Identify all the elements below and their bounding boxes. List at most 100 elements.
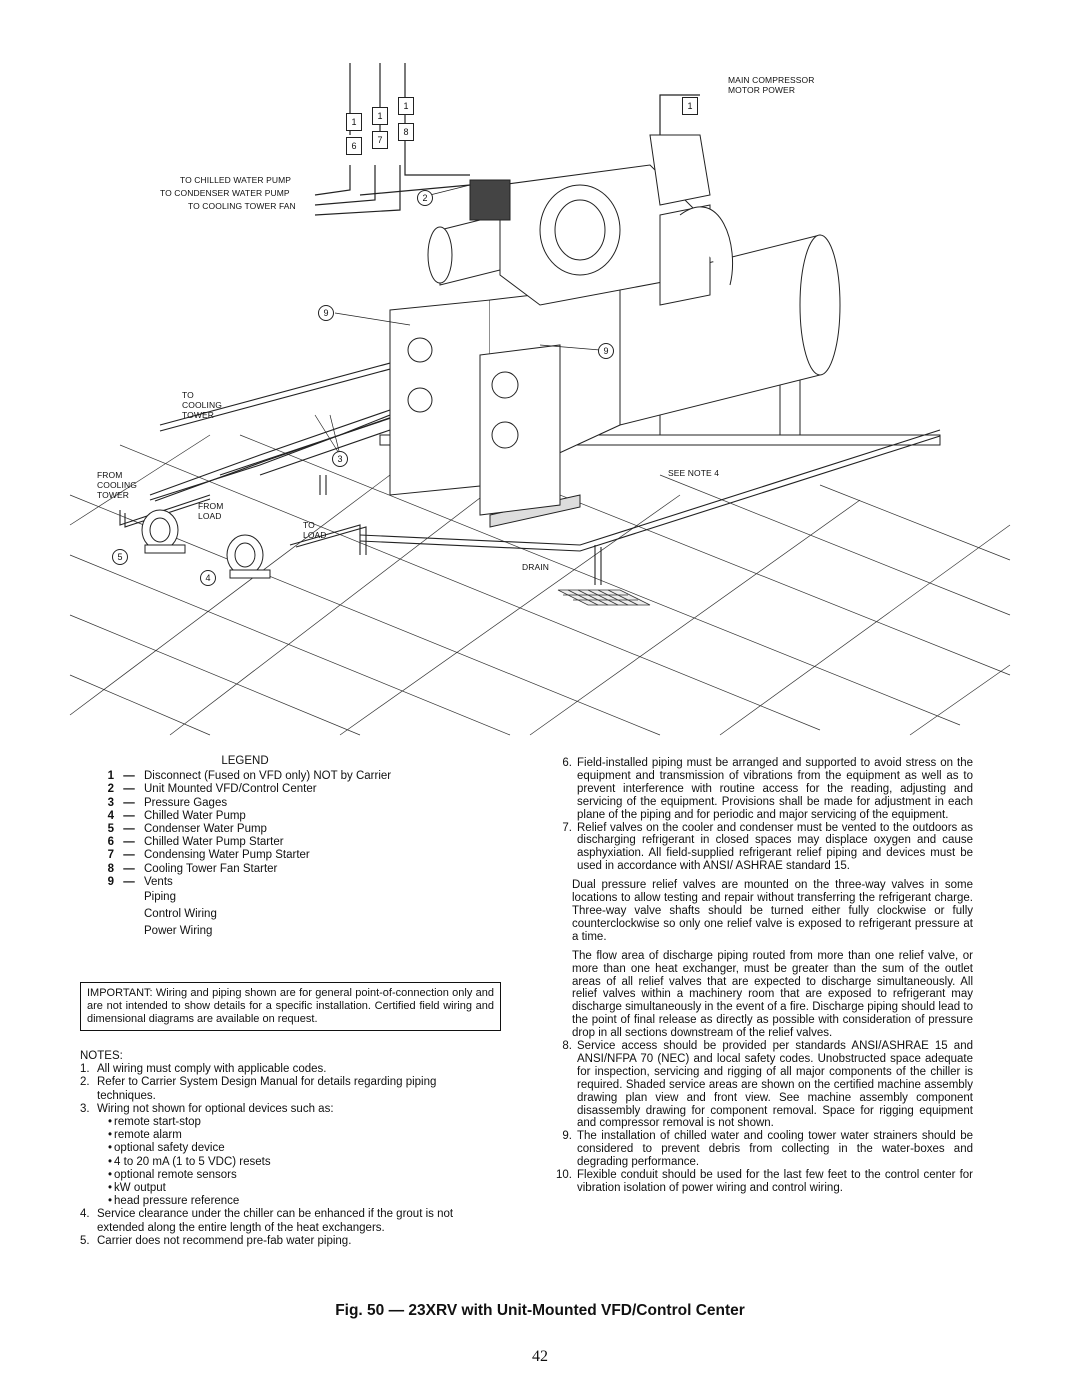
disconnect-box-1: 1	[346, 113, 362, 131]
note-number: 1.	[80, 1063, 90, 1076]
label-drain: DRAIN	[522, 562, 549, 572]
note-text: Flexible conduit should be used for the …	[577, 1169, 973, 1194]
legend-dash: —	[123, 875, 135, 888]
legend-number: 6	[107, 836, 114, 849]
legend-piping-key: Piping	[144, 889, 430, 906]
legend-text: Unit Mounted VFD/Control Center	[144, 783, 317, 796]
label-from-load: FROM LOAD	[198, 501, 223, 521]
legend-power-wiring-key: Power Wiring	[144, 923, 430, 940]
legend-dash: —	[123, 849, 135, 862]
legend-item: 7 — Condensing Water Pump Starter	[100, 849, 430, 862]
legend-number: 1	[107, 770, 114, 783]
legend-text: Disconnect (Fused on VFD only) NOT by Ca…	[144, 770, 392, 783]
legend-text: Condensing Water Pump Starter	[144, 849, 310, 862]
legend-dash: —	[123, 770, 135, 783]
legend-number: 7	[107, 849, 114, 862]
legend-number: 5	[107, 823, 114, 836]
page-number: 42	[532, 1348, 548, 1365]
note-text: Field-installed piping must be arranged …	[577, 757, 973, 821]
note-item: 4.Service clearance under the chiller ca…	[80, 1208, 495, 1234]
callout-2-vfd-control-center: 2	[417, 190, 433, 206]
note-7-paragraph: Dual pressure relief valves are mounted …	[572, 879, 973, 943]
legend-dash: —	[123, 823, 135, 836]
note-text: All wiring must comply with applicable c…	[97, 1063, 327, 1076]
note-number: 10.	[556, 1169, 572, 1182]
legend-item: 9—Vents	[100, 876, 430, 889]
label-line: COOLING	[182, 400, 222, 410]
legend-text: Condenser Water Pump	[144, 823, 267, 836]
legend-title: LEGEND	[221, 755, 269, 767]
note-number: 3.	[80, 1102, 90, 1115]
legend-dash: —	[123, 836, 135, 849]
note-number: 5.	[80, 1234, 90, 1247]
legend-item: 8 — Cooling Tower Fan Starter	[100, 863, 430, 876]
note-3-bullet-list: remote start-stop remote alarm optional …	[80, 1116, 495, 1208]
note-item: 8. Service access should be provided per …	[548, 1040, 973, 1130]
note-item: 6. Field-installed piping must be arrange…	[548, 757, 973, 822]
note-item: 5.Carrier does not recommend pre-fab wat…	[80, 1235, 495, 1248]
label-to-chilled-water-pump: TO CHILLED WATER PUMP	[180, 175, 292, 185]
note-number: 2.	[80, 1076, 90, 1089]
bullet-item: optional remote sensors	[108, 1169, 495, 1182]
note-number: 9.	[562, 1130, 572, 1143]
note-number: 6.	[562, 757, 572, 769]
legend-power-wiring-label: Power Wiring	[144, 924, 213, 937]
callout-5-condenser-water-pump: 5	[112, 549, 128, 565]
notes-heading: NOTES:	[80, 1050, 123, 1062]
legend-text: Cooling Tower Fan Starter	[144, 862, 278, 875]
legend-dash: —	[123, 796, 135, 809]
disconnect-box-1: 1	[398, 97, 414, 115]
legend-number: 9	[107, 875, 114, 888]
legend-control-wiring-key: Control Wiring	[144, 906, 430, 923]
bullet-item: optional safety device	[108, 1142, 495, 1155]
note-number: 7.	[562, 821, 572, 834]
legend-item: 3 — Pressure Gages	[100, 797, 430, 810]
legend-number: 3	[107, 796, 114, 809]
legend-dash: —	[123, 809, 135, 822]
legend-number: 2	[107, 783, 114, 796]
label-to-condenser-water-pump: TO CONDENSER WATER PUMP	[160, 188, 290, 198]
legend-piping-label: Piping	[144, 890, 176, 903]
starter-box-7: 7	[372, 131, 388, 149]
legend-item: 1 — Disconnect (Fused on VFD only) NOT by …	[100, 770, 430, 783]
label-line: TO	[182, 390, 194, 400]
chiller-piping-diagram: 1 1 1 6 7 8 1 MAIN COMPRESSOR MOTOR POWE…	[60, 55, 1020, 745]
label-from-cooling-tower: FROM COOLING TOWER	[97, 470, 137, 500]
callout-3-pressure-gages: 3	[332, 451, 348, 467]
legend-number: 4	[107, 809, 114, 822]
legend-text: Pressure Gages	[144, 796, 228, 809]
starter-box-8: 8	[398, 123, 414, 141]
legend-item: 4 — Chilled Water Pump	[100, 810, 430, 823]
legend-number: 8	[107, 862, 114, 875]
legend-item: 5 — Condenser Water Pump	[100, 823, 430, 836]
label-to-load: TO LOAD	[303, 520, 327, 540]
main-disconnect-box: 1	[682, 97, 698, 115]
label-line: LOAD	[303, 530, 327, 540]
legend-text: Chilled Water Pump	[144, 809, 246, 822]
disconnect-box-1: 1	[372, 107, 388, 125]
bullet-item: head pressure reference	[108, 1195, 495, 1208]
important-notice: IMPORTANT: Wiring and piping shown are f…	[80, 982, 501, 1031]
notes-section: NOTES: 1. All wiring must comply with app…	[80, 1050, 495, 1248]
legend-dash: —	[123, 862, 135, 875]
note-7-paragraph: The flow area of discharge piping routed…	[572, 949, 973, 1040]
right-notes-section: 6. Field-installed piping must be arrange…	[548, 757, 973, 1195]
label-see-note-4: SEE NOTE 4	[668, 468, 720, 478]
bullet-item: remote alarm	[108, 1129, 495, 1142]
note-text: Service access should be provided per st…	[577, 1040, 973, 1130]
legend-dash: —	[123, 783, 135, 796]
bullet-item: remote start-stop	[108, 1116, 495, 1129]
note-number: 4.	[80, 1208, 90, 1221]
label-to-cooling-tower-fan: TO COOLING TOWER FAN	[188, 201, 296, 211]
label-motor-power: MOTOR POWER	[728, 85, 796, 95]
note-text: Refer to Carrier System Design Manual fo…	[97, 1076, 437, 1102]
legend: LEGEND 1 — Disconnect (Fused on VFD only) …	[100, 755, 430, 940]
diagram-drawing	[69, 63, 1011, 736]
bullet-item: 4 to 20 mA (1 to 5 VDC) resets	[108, 1156, 495, 1169]
note-number: 8.	[562, 1040, 572, 1053]
note-item: 3.Wiring not shown for optional devices …	[80, 1103, 495, 1116]
label-main-compressor: MAIN COMPRESSOR	[728, 75, 815, 85]
bullet-item: kW output	[108, 1182, 495, 1195]
callout-4-chilled-water-pump: 4	[200, 570, 216, 586]
legend-control-wiring-label: Control Wiring	[144, 907, 217, 920]
